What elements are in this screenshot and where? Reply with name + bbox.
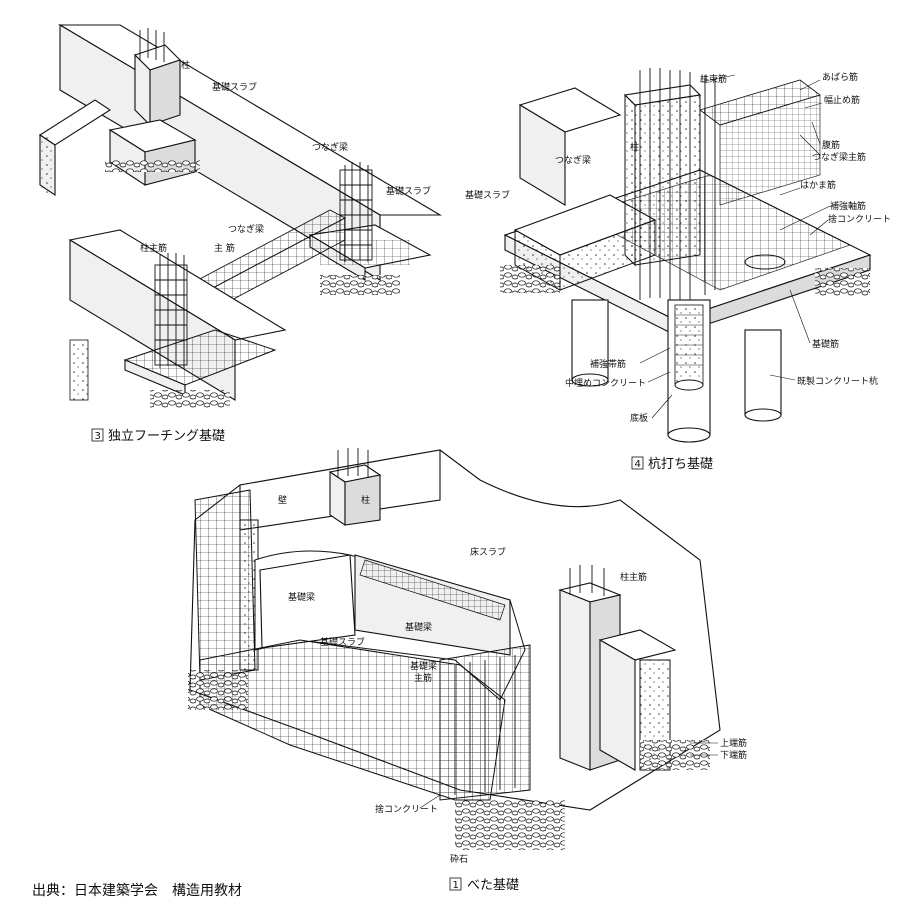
label-foundation-slab-2: 基礎スラブ xyxy=(386,185,431,197)
label-wall: 壁 xyxy=(278,494,287,506)
label-foundation-slab-1: 基礎スラブ xyxy=(320,636,365,648)
label-floor-slab: 床スラブ xyxy=(470,546,506,558)
figure-3-number-box xyxy=(91,428,104,442)
label-top-bar: 上端筋 xyxy=(720,737,747,749)
label-tie-beam: つなぎ梁 xyxy=(555,154,591,166)
label-waist-bar: 腹筋 xyxy=(822,139,840,151)
label-tie-beam-1: つなぎ梁 xyxy=(312,141,348,153)
label-tie-beam-2: つなぎ梁 xyxy=(228,223,264,235)
label-foundation-slab-4: 基礎スラブ xyxy=(465,189,510,201)
figure-4-pile-foundation: 柱束筋 あばら筋 幅止め筋 腹筋 つなぎ梁主筋 つなぎ梁 柱 基礎スラブ はかま… xyxy=(465,68,891,472)
figure-3-number: 3 xyxy=(95,431,101,442)
label-base-bar: 基礎筋 xyxy=(812,338,839,350)
label-foundation-beam-2: 基礎梁 xyxy=(405,621,432,633)
label-main-bar-1: 主筋 xyxy=(414,672,432,684)
label-precast-pile: 既製コンクリート杭 xyxy=(797,375,878,387)
figure-1-number: 1 xyxy=(453,880,459,891)
label-abara: あばら筋 xyxy=(822,71,858,83)
label-lean-concrete-4: 捨コンクリート xyxy=(828,213,891,225)
label-spiral: 補強帯筋 xyxy=(590,358,626,370)
figure-3-caption: 独立フーチング基礎 xyxy=(108,429,225,444)
figure-4-number-box xyxy=(631,456,644,470)
label-foundation-beam-1: 基礎梁 xyxy=(288,591,315,603)
figure-1-caption: べた基礎 xyxy=(467,878,519,893)
label-lean-concrete-1: 捨コンクリート xyxy=(375,803,438,815)
label-stopper: 幅止め筋 xyxy=(824,94,860,106)
label-foundation-beam-main: 基礎梁 xyxy=(410,660,437,672)
label-column-bar: 柱束筋 xyxy=(700,73,727,85)
label-bottom-plate: 底板 xyxy=(630,412,648,424)
label-column-4: 柱 xyxy=(630,141,639,153)
figure-1-number-box xyxy=(449,877,462,891)
label-column-1: 柱 xyxy=(361,494,370,506)
label-hakama: はかま筋 xyxy=(800,179,836,191)
label-column-main-bar-1: 柱主筋 xyxy=(620,571,647,583)
label-fill-concrete: 中埋めコンクリート xyxy=(565,377,646,389)
source-citation: 出典：日本建築学会 構造用教材 xyxy=(32,883,242,899)
label-tie-main-bar: つなぎ梁主筋 xyxy=(812,151,866,163)
label-main-bar: 主 筋 xyxy=(214,242,235,254)
label-column-main-bar: 柱主筋 xyxy=(140,242,167,254)
label-column: 柱 xyxy=(181,59,190,71)
label-foundation-slab-1: 基礎スラブ xyxy=(212,81,257,93)
figure-1-mat-foundation: 壁 柱 床スラブ 柱主筋 基礎梁 基礎梁 基礎スラブ 基礎梁 主筋 上端筋 下端… xyxy=(188,448,747,893)
label-reinforce: 補強軸筋 xyxy=(830,200,866,212)
figure-4-caption: 杭打ち基礎 xyxy=(648,457,713,472)
label-bottom-bar: 下端筋 xyxy=(720,749,747,761)
figure-4-number: 4 xyxy=(635,459,641,470)
label-gravel: 砕石 xyxy=(450,853,468,865)
pile-right xyxy=(744,329,782,416)
figure-3-isolated-footing: 柱 基礎スラブ つなぎ梁 基礎スラブ つなぎ梁 主 筋 柱主筋 3 独立フーチン… xyxy=(38,24,443,444)
